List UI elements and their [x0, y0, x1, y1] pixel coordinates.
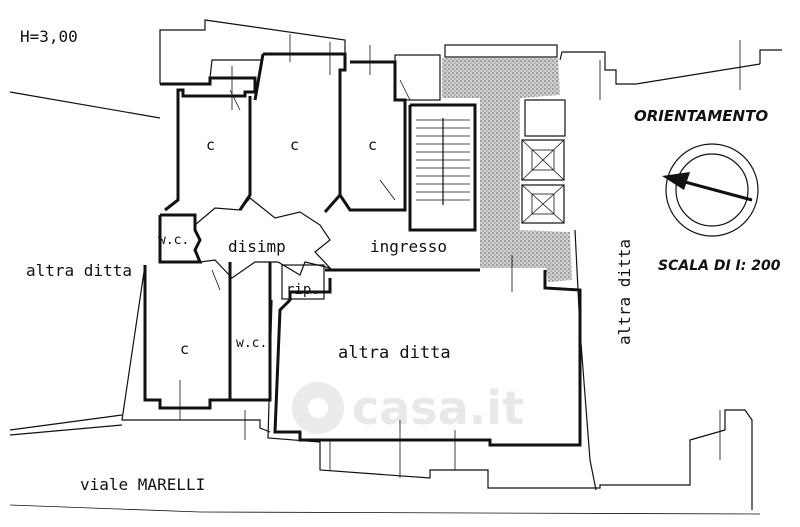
neighbor-left: altra ditta: [26, 261, 132, 280]
room-c-top-mid: c: [290, 136, 299, 154]
room-c-bottom-left: c: [180, 340, 189, 358]
height-note: H=3,00: [20, 27, 78, 46]
room-ingresso: ingresso: [370, 237, 447, 256]
neighbor-right: altra ditta: [615, 239, 634, 345]
wall-ticks: [179, 34, 741, 478]
room-disimp: disimp: [228, 237, 286, 256]
compass-icon: [662, 143, 759, 237]
room-rip: rip.: [286, 282, 320, 298]
apartment-walls: [9, 19, 782, 515]
watermark: casa.it: [292, 381, 524, 435]
room-wc-bottom: w.c.: [236, 336, 267, 351]
room-wc-left: w.c.: [158, 233, 189, 248]
watermark-text: casa.it: [352, 381, 524, 435]
staircase: [416, 118, 470, 205]
room-c-top-left: c: [206, 136, 215, 154]
stair-core-hatch: [442, 58, 572, 282]
orientation-label: ORIENTAMENTO: [634, 107, 768, 125]
room-c-top-right: c: [368, 136, 377, 154]
room-altra-ditta: altra ditta: [338, 343, 451, 363]
street-name: viale MARELLI: [80, 475, 205, 494]
scale-label: SCALA DI I: 200: [658, 258, 781, 274]
